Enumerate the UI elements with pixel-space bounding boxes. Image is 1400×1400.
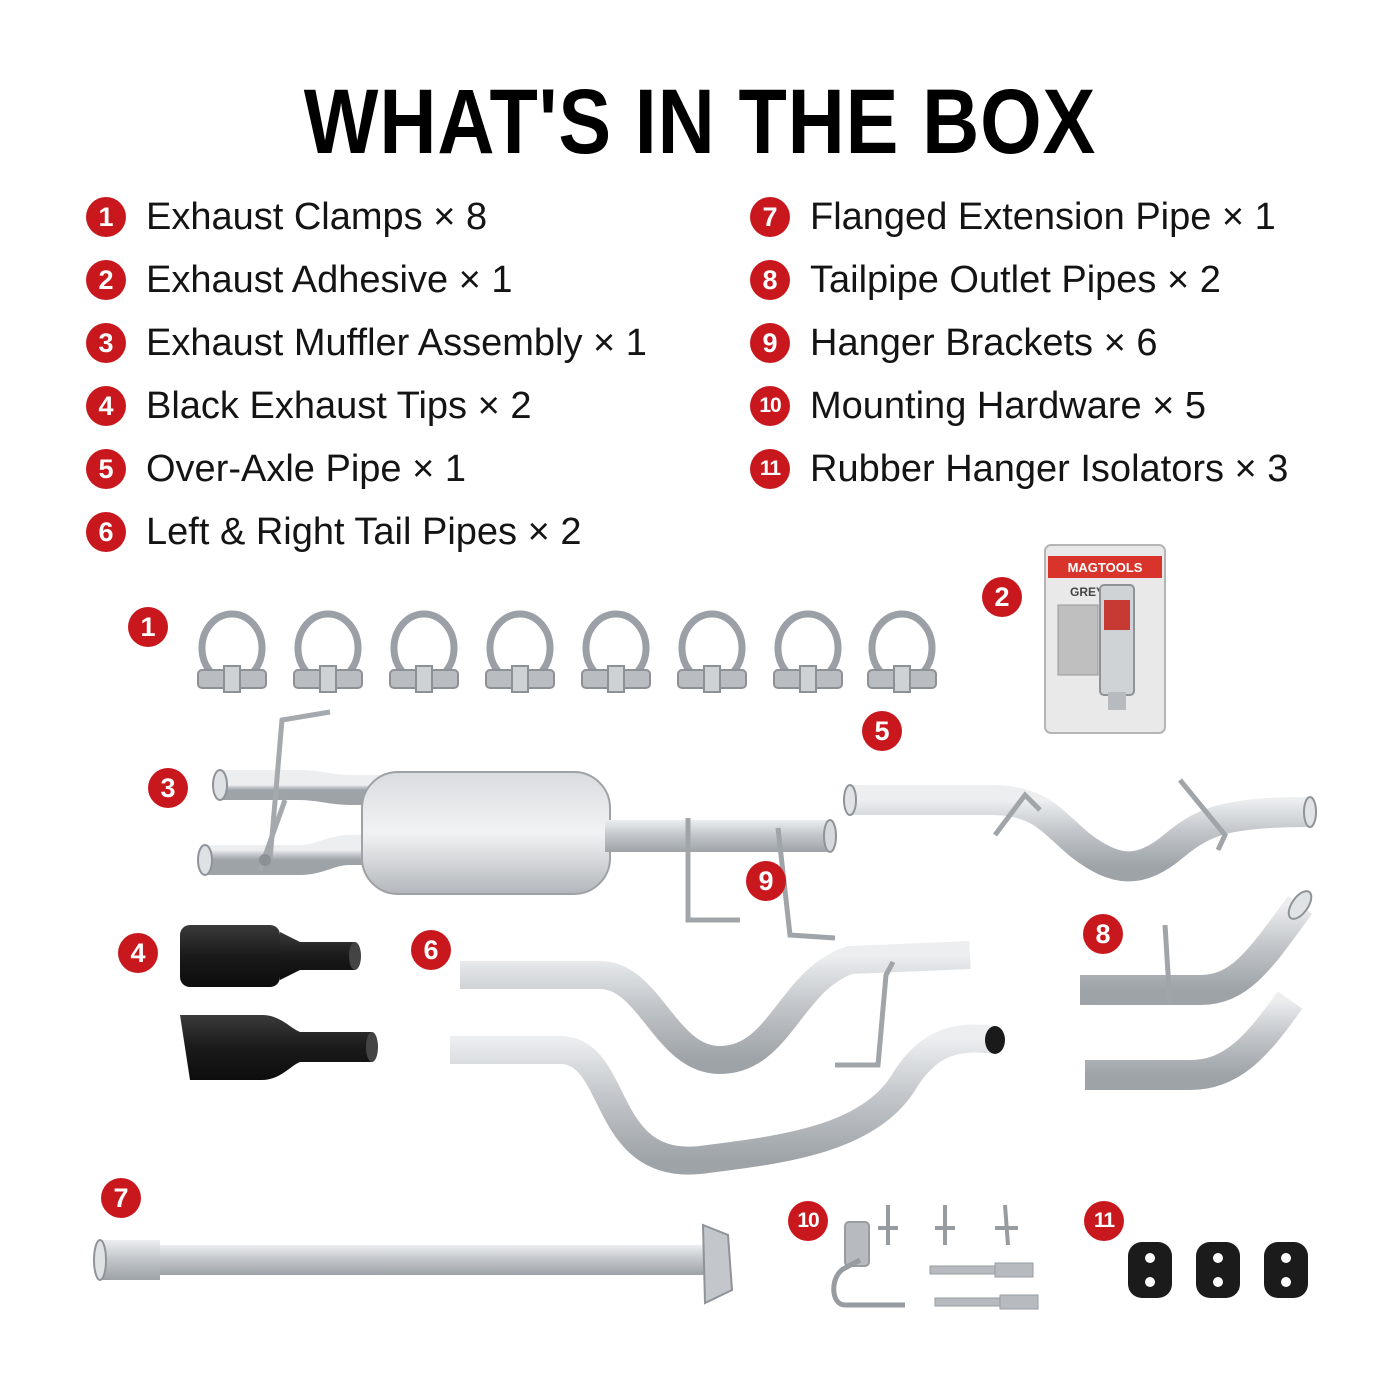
item-label: Tailpipe Outlet Pipes × 2: [810, 258, 1221, 301]
item-number-badge: 7: [750, 197, 790, 237]
item-label: Exhaust Muffler Assembly × 1: [146, 321, 647, 364]
list-item-11: 11 Rubber Hanger Isolators × 3: [750, 446, 1288, 492]
item-label: Left & Right Tail Pipes × 2: [146, 510, 582, 553]
list-item-5: 5 Over-Axle Pipe × 1: [86, 446, 466, 492]
list-item-4: 4 Black Exhaust Tips × 2: [86, 383, 531, 429]
list-item-9: 9 Hanger Brackets × 6: [750, 320, 1157, 366]
list-item-8: 8 Tailpipe Outlet Pipes × 2: [750, 257, 1221, 303]
package-product: GREY: [1070, 585, 1104, 599]
item-number-badge: 8: [750, 260, 790, 300]
item-label: Rubber Hanger Isolators × 3: [810, 447, 1289, 490]
callout-5: 5: [862, 711, 902, 751]
flanged-extension-pipe: [93, 1223, 734, 1305]
adhesive-package: MAGTOOLS GREY: [1044, 544, 1166, 734]
callout-9: 9: [746, 861, 786, 901]
item-label: Flanged Extension Pipe × 1: [810, 195, 1276, 238]
item-number-badge: 9: [750, 323, 790, 363]
list-item-7: 7 Flanged Extension Pipe × 1: [750, 194, 1276, 240]
item-number-badge: 10: [750, 386, 790, 426]
callout-7: 7: [101, 1178, 141, 1218]
over-axle-pipe: [843, 778, 1317, 882]
item-label: Black Exhaust Tips × 2: [146, 384, 532, 427]
list-item-10: 10 Mounting Hardware × 5: [750, 383, 1206, 429]
callout-4: 4: [118, 933, 158, 973]
list-item-6: 6 Left & Right Tail Pipes × 2: [86, 509, 582, 555]
item-number-badge: 2: [86, 260, 126, 300]
item-label: Hanger Brackets × 6: [810, 321, 1158, 364]
tailpipe-outlet-pipes: [1080, 890, 1313, 1090]
package-brand: MAGTOOLS: [1068, 560, 1143, 575]
exhaust-clamps: [197, 610, 937, 693]
callout-10: 10: [788, 1201, 828, 1241]
item-number-badge: 1: [86, 197, 126, 237]
callout-2: 2: [982, 577, 1022, 617]
item-label: Exhaust Clamps × 8: [146, 195, 488, 238]
item-number-badge: 4: [86, 386, 126, 426]
callout-3: 3: [148, 768, 188, 808]
callout-1: 1: [128, 607, 168, 647]
callout-11: 11: [1084, 1201, 1124, 1241]
item-label: Over-Axle Pipe × 1: [146, 447, 466, 490]
callout-8: 8: [1083, 914, 1123, 954]
item-number-badge: 5: [86, 449, 126, 489]
rubber-hanger-isolators: [1128, 1242, 1308, 1298]
item-number-badge: 11: [750, 449, 790, 489]
item-label: Mounting Hardware × 5: [810, 384, 1207, 427]
muffler-assembly: [197, 709, 837, 895]
page-title: WHAT'S IN THE BOX: [303, 71, 1097, 173]
hanger-brackets: [685, 818, 836, 941]
item-number-badge: 6: [86, 512, 126, 552]
item-label: Exhaust Adhesive × 1: [146, 258, 513, 301]
item-number-badge: 3: [86, 323, 126, 363]
callout-6: 6: [411, 930, 451, 970]
list-item-1: 1 Exhaust Clamps × 8: [86, 194, 487, 240]
black-exhaust-tips: [180, 925, 378, 1080]
list-item-3: 3 Exhaust Muffler Assembly × 1: [86, 320, 647, 366]
list-item-2: 2 Exhaust Adhesive × 1: [86, 257, 513, 303]
mounting-hardware: [831, 1204, 1039, 1310]
tail-pipes: [450, 941, 1005, 1175]
